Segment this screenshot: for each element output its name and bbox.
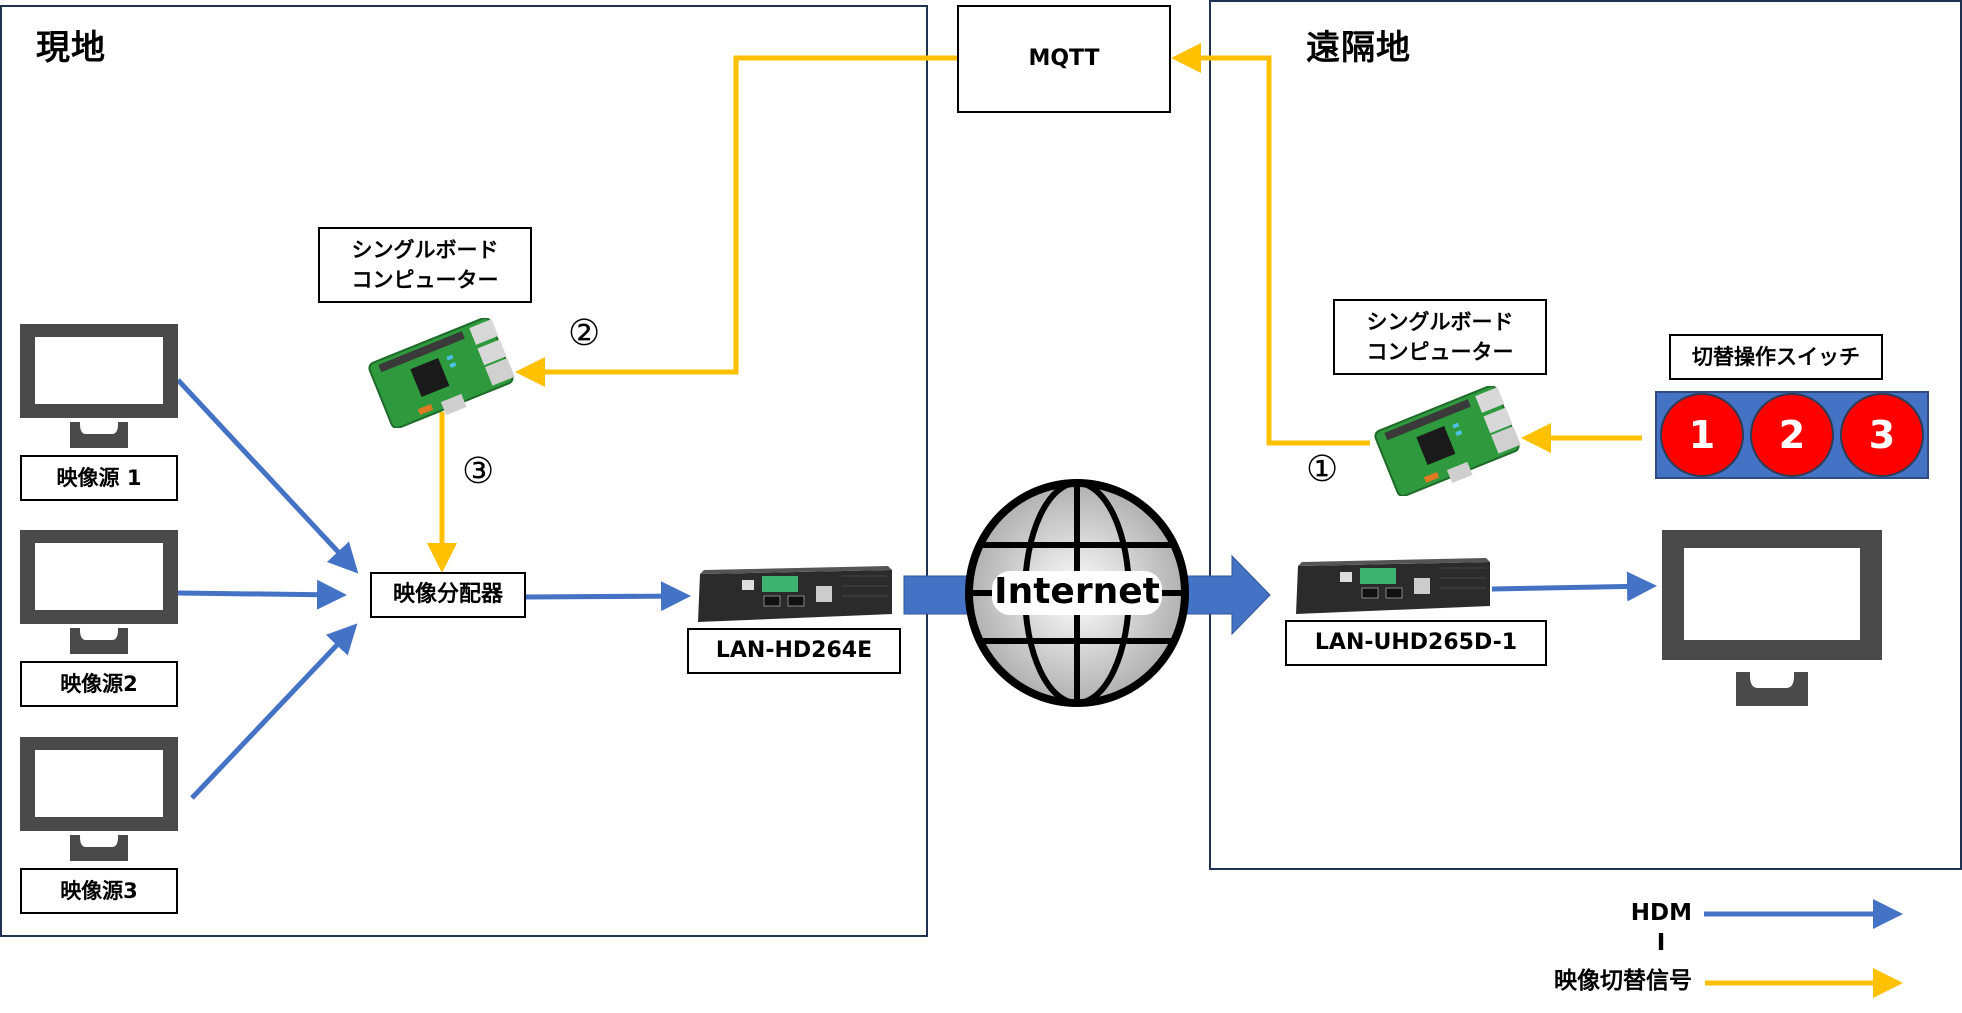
source-3-label-box: 映像源3 [20, 868, 178, 914]
step-3-marker: ③ [462, 451, 495, 492]
step-1-marker: ① [1306, 449, 1339, 490]
source-2-monitor-icon [20, 530, 178, 654]
switch-button-2[interactable]: 2 [1750, 393, 1834, 477]
hdmi-line-decoder-to-monitor [1491, 571, 1657, 602]
signal-line-mqtt-to-local-sbc [515, 55, 958, 387]
internet-globe-icon [965, 479, 1189, 707]
hdmi-line-source2 [177, 579, 347, 610]
switch-button-3[interactable]: 3 [1840, 393, 1924, 477]
remote-zone [1209, 0, 1962, 870]
remote-sbc-label-box: シングルボード コンピューター [1333, 299, 1547, 375]
video-splitter-label: 映像分配器 [392, 582, 503, 607]
hdmi-line-source3 [190, 623, 358, 800]
mqtt-label: MQTT [1028, 46, 1100, 71]
hdmi-line-source1 [176, 378, 359, 574]
switch-title: 切替操作スイッチ [1692, 345, 1860, 369]
source-2-label: 映像源2 [60, 672, 138, 696]
local-sbc-label-line1: シングルボード [351, 238, 499, 262]
local-sbc-board-icon [368, 318, 515, 428]
decoder-label-box: LAN-UHD265D-1 [1285, 620, 1547, 666]
source-1-label-box: 映像源 1 [20, 455, 178, 501]
local-sbc-label-box: シングルボード コンピューター [318, 227, 532, 303]
decoder-label: LAN-UHD265D-1 [1314, 630, 1518, 655]
source-2-label-box: 映像源2 [20, 661, 178, 707]
source-1-monitor-icon [20, 324, 178, 448]
local-sbc-label-line2: コンピューター [351, 268, 499, 292]
switch-title-box: 切替操作スイッチ [1669, 334, 1883, 380]
source-1-label: 映像源 1 [56, 466, 142, 490]
encoder-label-box: LAN-HD264E [687, 628, 901, 674]
legend-hdmi-label: HDM I [1600, 898, 1692, 958]
legend-hdmi-label-line2: I [1656, 930, 1666, 956]
video-splitter-box: 映像分配器 [370, 572, 526, 618]
local-zone-title: 現地 [36, 28, 106, 68]
internet-label: Internet [994, 571, 1160, 612]
hdmi-line-splitter-to-encoder [525, 581, 691, 612]
remote-sbc-label-line2: コンピューター [1366, 340, 1514, 364]
source-3-label: 映像源3 [60, 879, 138, 903]
step-2-marker: ② [568, 313, 601, 354]
switch-button-1[interactable]: 1 [1660, 393, 1744, 477]
encoder-device-icon [698, 566, 892, 622]
switch-panel: 1 2 3 [1655, 391, 1929, 479]
source-3-monitor-icon [20, 737, 178, 861]
remote-zone-title: 遠隔地 [1306, 28, 1411, 68]
signal-line-remote-sbc-to-mqtt [1171, 43, 1370, 446]
legend-signal-label: 映像切替信号 [1554, 968, 1692, 994]
decoder-device-icon [1296, 558, 1490, 614]
remote-monitor-icon [1662, 530, 1882, 706]
encoder-label: LAN-HD264E [715, 638, 873, 663]
remote-sbc-label-line1: シングルボード [1366, 310, 1514, 334]
mqtt-broker-box: MQTT [957, 5, 1171, 113]
legend-hdmi-label-line1: HDM [1630, 900, 1692, 926]
remote-sbc-board-icon [1374, 386, 1521, 496]
local-zone [0, 5, 928, 937]
